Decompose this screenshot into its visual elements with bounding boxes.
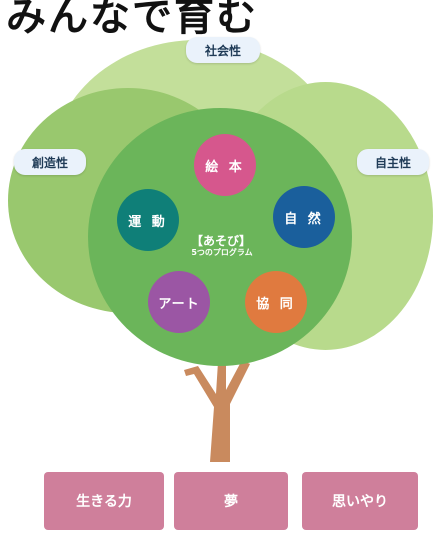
center-subtitle: 5つのプログラム [191, 248, 253, 257]
header-title-fragment: みんなで育む [6, 0, 258, 40]
outcome-compassion: 思いやり [302, 472, 418, 530]
program-nature: 自 然 [273, 186, 335, 248]
tag-creativity: 創造性 [14, 149, 86, 175]
tag-sociality: 社会性 [186, 37, 260, 63]
tag-independence: 自主性 [357, 149, 429, 175]
outcome-zest-for-life: 生きる力 [44, 472, 164, 530]
outcome-dream: 夢 [174, 472, 288, 530]
tree-trunk [184, 360, 250, 462]
program-cooperation: 協 同 [245, 271, 307, 333]
program-exercise: 運 動 [117, 189, 179, 251]
center-title: 【あそび】 [190, 234, 251, 248]
program-art: アート [148, 271, 210, 333]
program-picture-book: 絵 本 [194, 134, 256, 196]
